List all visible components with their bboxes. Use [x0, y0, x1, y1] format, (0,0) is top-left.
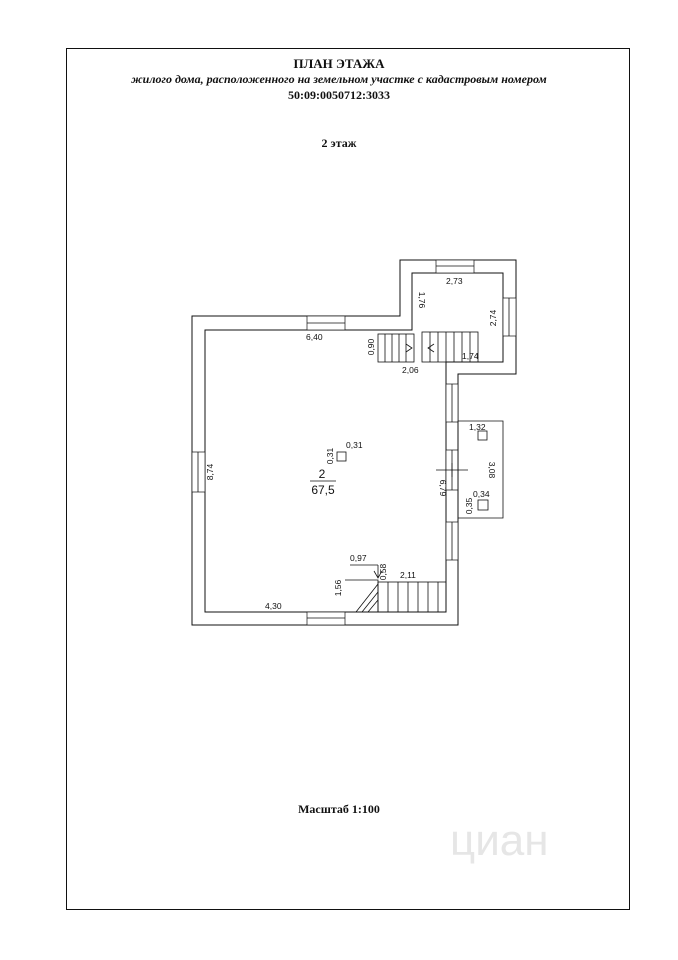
column-center [336, 451, 347, 462]
window-annex-top [435, 259, 475, 274]
outer-wall [191, 259, 517, 626]
window-left [191, 451, 206, 493]
dim-porch-right: 3,08 [487, 462, 497, 479]
dim-right-wall: 6,79 [438, 480, 448, 497]
window-annex-right [502, 297, 517, 337]
plan-subtitle: жилого дома, расположенного на земельном… [131, 72, 547, 86]
dim-top-wall: 6,40 [306, 332, 323, 342]
stair-top [377, 331, 479, 363]
dim-column-porch-w: 0,34 [473, 489, 490, 499]
dim-stair-bottom-width: 0,97 [350, 553, 367, 563]
dim-column-porch-h: 0,35 [464, 497, 474, 514]
dim-annex-top: 2,73 [446, 276, 463, 286]
dim-bottom-wall: 4,30 [265, 601, 282, 611]
inner-wall [204, 272, 504, 613]
dim-column-center-h: 0,31 [325, 447, 335, 464]
room-number: 2 [319, 467, 326, 481]
dim-annex-left: 1,76 [417, 292, 427, 309]
stair-bottom [345, 564, 447, 613]
dim-porch-top: 1,32 [469, 422, 486, 432]
dim-annex-stair: 1,74 [462, 351, 479, 361]
dim-stair-bottom-small: 0,58 [378, 563, 388, 580]
column-porch-top [477, 430, 488, 441]
floor-label: 2 этаж [321, 136, 357, 150]
dim-left-wall: 8,74 [205, 463, 215, 480]
porch-outline [457, 420, 504, 519]
room-area: 67,5 [311, 483, 335, 497]
dim-stair-bottom-run: 2,11 [400, 570, 416, 580]
scale-label: Масштаб 1:100 [298, 802, 380, 816]
column-porch-bottom [477, 499, 489, 511]
drawing-frame [66, 48, 630, 910]
dim-column-center-w: 0,31 [346, 440, 363, 450]
dim-stair-bottom-height: 1,56 [333, 579, 343, 596]
dim-stair-top-height: 0,90 [366, 338, 376, 355]
cadastral-number: 50:09:0050712:3033 [288, 88, 390, 102]
window-bottom [306, 611, 346, 626]
dim-stair-top-width: 2,06 [402, 365, 419, 375]
dim-annex-right: 2,74 [488, 309, 498, 326]
plan-title: ПЛАН ЭТАЖА [293, 56, 385, 71]
watermark-text: циан [450, 816, 549, 865]
